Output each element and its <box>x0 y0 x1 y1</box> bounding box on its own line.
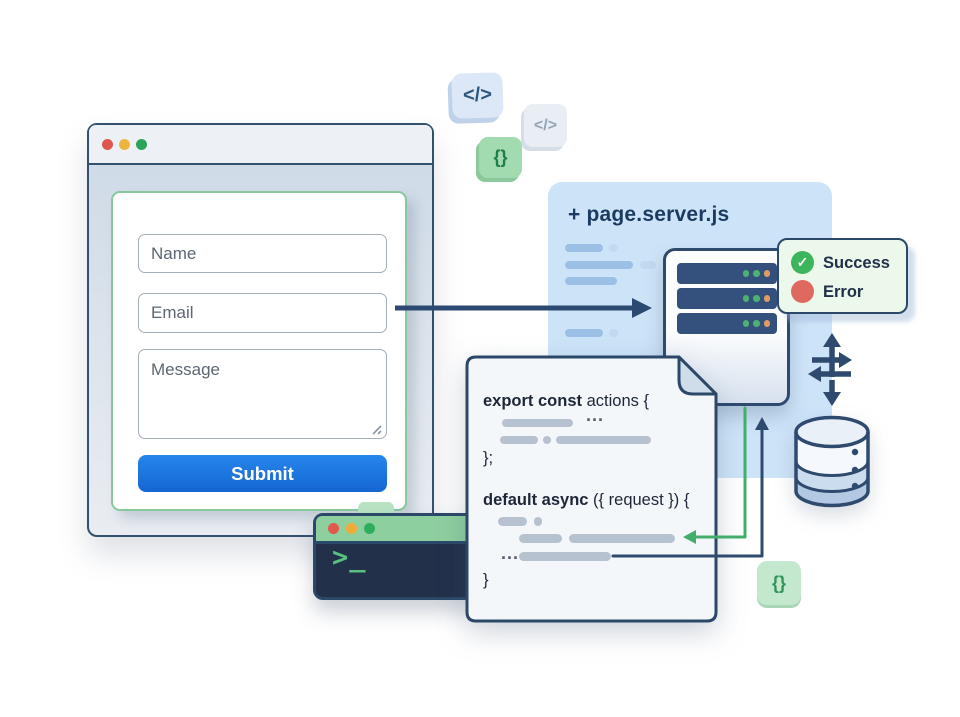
server-led <box>763 270 770 277</box>
server-card <box>663 248 790 406</box>
error-label: Error <box>823 283 864 301</box>
code-tag-badge-small: </> <box>524 104 567 147</box>
error-icon <box>791 280 814 303</box>
code-line-default: default async ({ request }) { <box>483 491 689 510</box>
code-ellipsis: ... <box>501 543 520 563</box>
server-led <box>753 295 760 302</box>
code-skeleton-bar <box>519 552 611 561</box>
code-tag-badge-large: </> <box>451 72 504 119</box>
server-led <box>753 270 760 277</box>
success-icon: ✓ <box>791 251 814 274</box>
code-skeleton-bar <box>565 244 603 252</box>
minimize-traffic-light-icon <box>119 139 130 150</box>
terminal-window: >_ <box>313 513 476 600</box>
contact-form-card: Submit <box>111 191 407 511</box>
maximize-traffic-light-icon <box>136 139 147 150</box>
code-keyword: default async <box>483 491 589 509</box>
braces-icon: {} <box>493 147 508 167</box>
code-text: actions { <box>582 392 649 410</box>
code-skeleton-bar <box>640 261 656 269</box>
code-text: ({ request }) { <box>588 491 690 509</box>
braces-badge-top: {} <box>479 137 522 178</box>
server-rack-row <box>677 263 777 284</box>
code-close-brace: } <box>483 571 489 589</box>
check-glyph: ✓ <box>796 254 809 270</box>
braces-badge-bottom: {} <box>757 561 801 605</box>
code-skeleton-bar <box>565 329 603 337</box>
code-skeleton-bar <box>500 436 538 444</box>
code-tag-icon: </> <box>533 116 558 134</box>
code-ellipsis: ... <box>586 405 605 425</box>
close-traffic-light-icon <box>102 139 113 150</box>
code-skeleton-bar <box>565 261 633 269</box>
submit-button[interactable]: Submit <box>138 455 387 492</box>
code-skeleton-dot <box>609 329 618 337</box>
name-input[interactable] <box>138 234 387 273</box>
database-icon <box>794 415 870 508</box>
minimize-traffic-light-icon <box>346 523 357 534</box>
maximize-traffic-light-icon <box>364 523 375 534</box>
terminal-prompt: >_ <box>332 542 367 573</box>
server-led <box>742 295 749 302</box>
server-rack-row <box>677 288 777 309</box>
code-tag-icon: </> <box>462 83 493 107</box>
close-traffic-light-icon <box>328 523 339 534</box>
server-led <box>742 270 749 277</box>
email-input[interactable] <box>138 293 387 333</box>
code-skeleton-dot <box>609 244 618 252</box>
browser-titlebar <box>89 125 432 165</box>
braces-icon: {} <box>771 572 786 593</box>
code-skeleton-bar <box>498 517 527 526</box>
code-skeleton-bar <box>556 436 651 444</box>
folded-corner-icon <box>677 355 718 396</box>
server-led <box>742 320 749 327</box>
message-textarea[interactable] <box>138 349 387 439</box>
code-skeleton-bar <box>569 534 675 543</box>
code-line-actions: export const actions { <box>483 392 649 411</box>
code-card: export const actions { ... }; default as… <box>465 355 718 623</box>
code-skeleton-bar <box>565 277 617 285</box>
server-led <box>763 320 770 327</box>
success-label: Success <box>823 254 890 272</box>
server-led <box>763 295 770 302</box>
terminal-titlebar <box>316 516 473 544</box>
server-file-title: + page.server.js <box>568 203 730 226</box>
status-card: ✓ Success Error <box>777 238 908 314</box>
code-close-brace: }; <box>483 449 494 467</box>
code-skeleton-dot <box>534 517 542 526</box>
server-rack-row <box>677 313 777 334</box>
code-skeleton-dot <box>543 436 551 444</box>
code-skeleton-bar <box>519 534 562 543</box>
server-led <box>753 320 760 327</box>
code-keyword: export const <box>483 392 583 410</box>
code-skeleton-bar <box>502 419 573 427</box>
